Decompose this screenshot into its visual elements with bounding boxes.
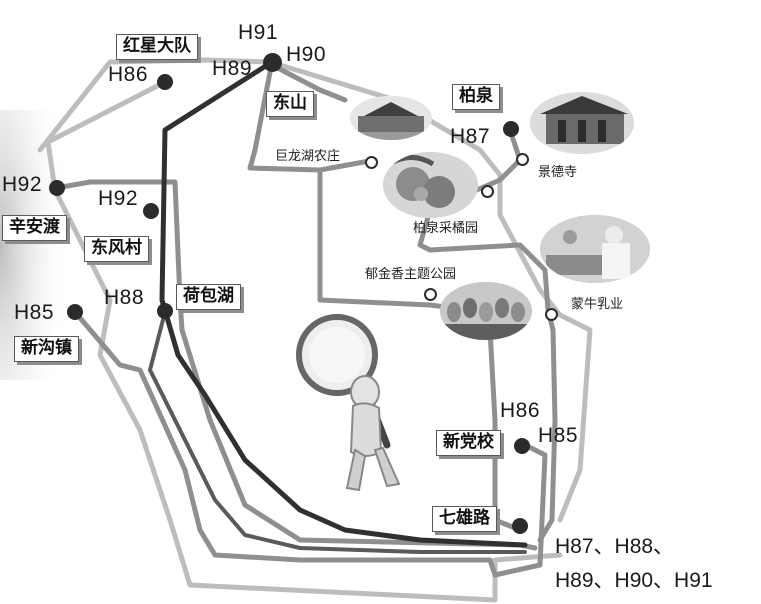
station-label-hongxing: 红星大队 — [116, 34, 198, 61]
route-h88-line — [148, 310, 527, 554]
route-code-h89: H89 — [212, 57, 253, 80]
magnifier-character-icon — [296, 314, 401, 492]
orchard-photo — [383, 152, 478, 218]
station-label-dongfengcun: 东风村 — [84, 236, 149, 263]
julonghu-photo — [350, 96, 432, 140]
station-label-qixionglu: 七雄路 — [432, 506, 497, 533]
tulip-photo — [440, 282, 532, 340]
route-h85-line — [72, 309, 548, 578]
xingouzhen-stop-dot — [67, 304, 83, 320]
route-code-h86-right: H86 — [500, 399, 541, 422]
hongxing-stop-dot — [157, 74, 173, 90]
route-h87-line — [417, 127, 558, 543]
jingdesi-poi-marker — [516, 153, 529, 166]
poi-label-mengniu: 蒙牛乳业 — [571, 297, 624, 312]
poi-label-tulip-park: 郁金香主题公园 — [365, 267, 457, 282]
dongshan-stop-dot — [263, 53, 282, 72]
station-label-dongshan: 东山 — [266, 91, 314, 118]
route-code-h92-mid: H92 — [98, 187, 139, 210]
qixionglu-stop-dot — [512, 518, 528, 534]
route-code-h86-top: H86 — [108, 63, 149, 86]
left-edge-shadow — [0, 110, 70, 380]
route-h92-line — [53, 179, 538, 551]
poi-label-julonghu: 巨龙湖农庄 — [275, 149, 341, 164]
route-code-h85-right: H85 — [538, 424, 579, 447]
poi-label-orchard: 柏泉采橘园 — [413, 221, 479, 236]
tulip-park-poi-marker — [424, 288, 437, 301]
xinandu-stop-dot — [49, 180, 65, 196]
poi-label-jingdesi: 景德寺 — [538, 165, 578, 180]
jingdesi-photo — [530, 92, 634, 154]
xindangxiao-stop-dot — [514, 438, 530, 454]
orchard-poi-marker — [481, 185, 494, 198]
mengniu-photo — [540, 215, 650, 283]
julonghu-poi-marker — [365, 156, 378, 169]
station-label-xinandu: 辛安渡 — [2, 215, 67, 242]
station-label-xindangxiao: 新党校 — [436, 430, 501, 457]
baiquan-stop-dot — [503, 121, 519, 137]
station-label-xingouzhen: 新沟镇 — [14, 336, 79, 363]
route-code-h85-left: H85 — [14, 301, 55, 324]
dongfengcun-stop-dot — [143, 203, 159, 219]
route-code-h92-left: H92 — [2, 173, 43, 196]
route-code-h88: H88 — [104, 286, 145, 309]
station-label-baiquan: 柏泉 — [452, 84, 500, 111]
route-code-h90: H90 — [286, 43, 327, 66]
route-h89-line — [159, 59, 528, 548]
terminal-routes-line1: H87、H88、 — [555, 535, 675, 558]
route-code-h91: H91 — [238, 21, 279, 44]
hebaohu-stop-dot — [157, 303, 173, 319]
mengniu-poi-marker — [545, 308, 558, 321]
route-code-h87-top: H87 — [450, 125, 491, 148]
route-h86-line — [37, 57, 593, 603]
terminal-routes-line2: H89、H90、H91 — [555, 569, 713, 592]
station-label-hebaohu: 荷包湖 — [176, 284, 241, 311]
